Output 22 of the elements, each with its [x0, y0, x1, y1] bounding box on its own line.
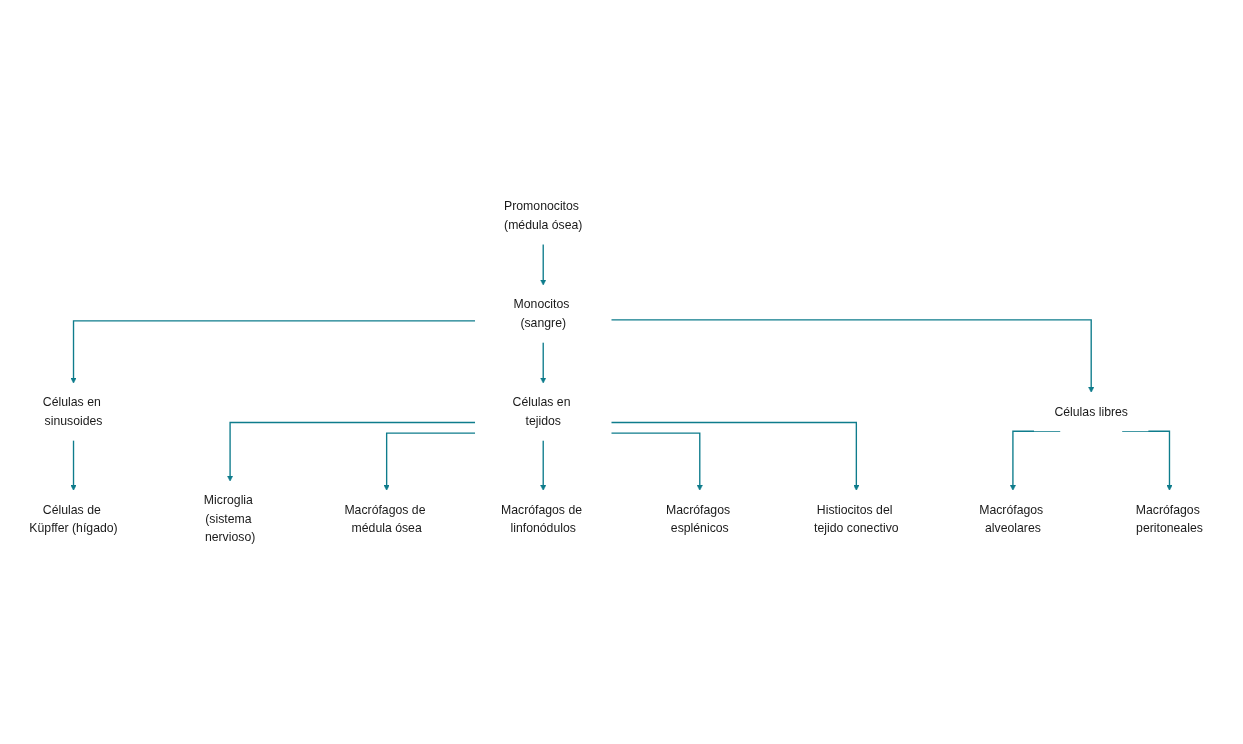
node-text: Células de Küpffer (hígado): [29, 502, 118, 535]
arrow: [540, 439, 547, 491]
node-text: Macrófagos esplénicos: [666, 502, 731, 535]
arrow: [540, 243, 547, 286]
arrow: [383, 432, 476, 491]
node-text: Macrófagos peritoneales: [1135, 502, 1203, 535]
node-text: Promonocitos (médula ósea): [504, 199, 583, 232]
node-text: Microglia (sistema nervioso): [203, 493, 256, 544]
arrow: [610, 432, 703, 491]
arrow: [70, 439, 77, 491]
node-text: Histiocitos del tejido conectivo: [814, 502, 899, 535]
arrow: [610, 319, 1095, 393]
arrow: [227, 421, 476, 482]
node-text: Macrófagos de médula ósea: [344, 502, 426, 535]
arrow: [70, 320, 476, 384]
node-text: Monocitos (sangre): [513, 297, 570, 330]
arrow: [540, 341, 547, 384]
node-text: Macrófagos alveolares: [979, 502, 1044, 535]
node-text: Células en tejidos: [512, 395, 571, 428]
node-text: Células en sinusoides: [42, 395, 103, 428]
arrow: [610, 421, 860, 491]
node-text: Macrófagos de linfonódulos: [500, 502, 583, 535]
